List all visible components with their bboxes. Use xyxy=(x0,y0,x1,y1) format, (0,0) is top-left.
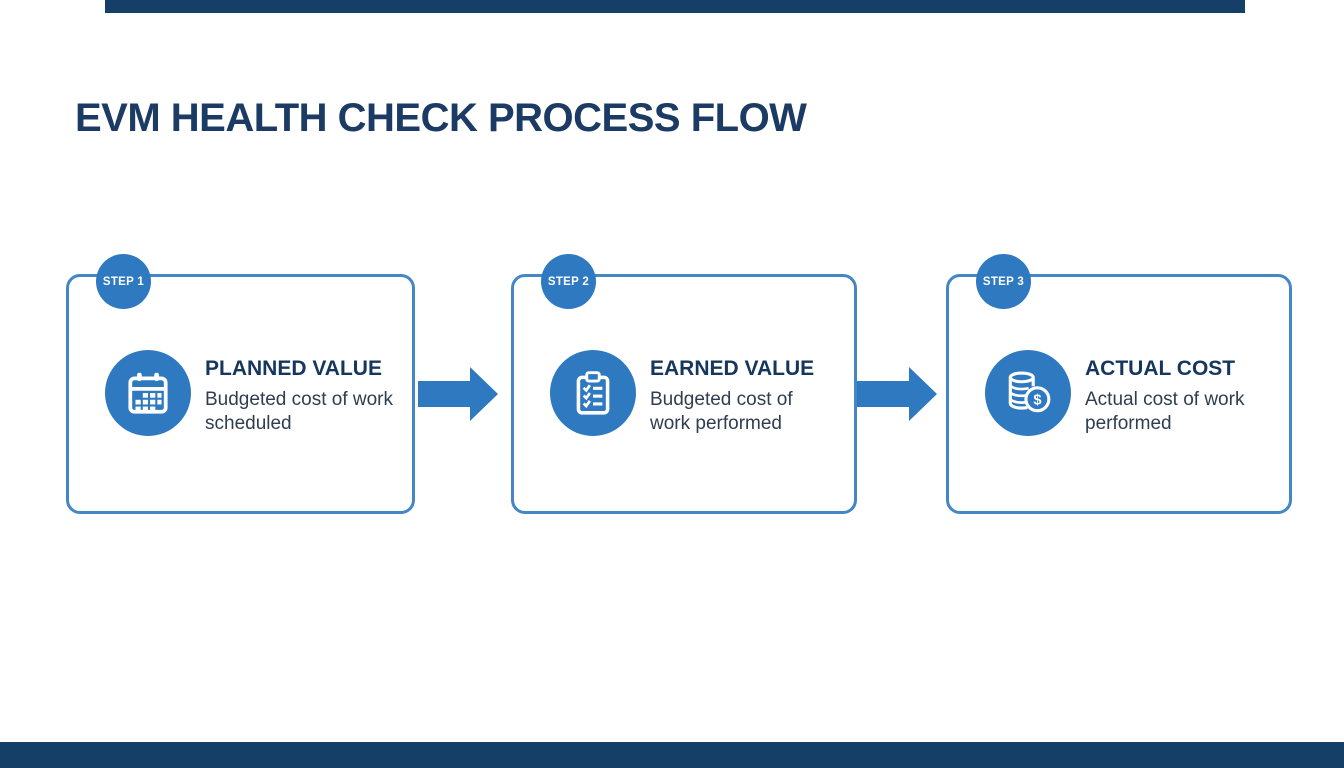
step-card-actual-cost: STEP 3 $ ACTUAL COST Actual cost of work… xyxy=(946,254,1292,514)
flow-arrow-2 xyxy=(857,367,937,421)
bottom-accent-bar xyxy=(0,742,1344,768)
calendar-icon xyxy=(105,350,191,436)
step-2-badge: STEP 2 xyxy=(541,254,596,309)
step-3-title: ACTUAL COST xyxy=(1085,357,1236,380)
coins-dollar-icon: $ xyxy=(985,350,1071,436)
step-1-badge: STEP 1 xyxy=(96,254,151,309)
step-card-earned-value: STEP 2 EARNED VALUE Budgeted cost of wor… xyxy=(511,254,857,514)
page-title: EVM HEALTH CHECK PROCESS FLOW xyxy=(75,96,807,140)
clipboard-checklist-icon xyxy=(550,350,636,436)
step-2-title: EARNED VALUE xyxy=(650,357,815,380)
flow-arrow-1 xyxy=(418,367,498,421)
step-1-title: PLANNED VALUE xyxy=(205,357,382,380)
step-card-planned-value: STEP 1 PLANNED VALUE Budgeted cost of wo… xyxy=(66,254,415,514)
step-3-badge: STEP 3 xyxy=(976,254,1031,309)
step-3-description: Actual cost of work performed xyxy=(1085,389,1245,435)
svg-text:$: $ xyxy=(1033,392,1041,408)
top-accent-bar xyxy=(105,0,1245,13)
step-1-description: Budgeted cost of work scheduled xyxy=(205,389,393,435)
step-2-description: Budgeted cost of work performed xyxy=(650,389,793,435)
